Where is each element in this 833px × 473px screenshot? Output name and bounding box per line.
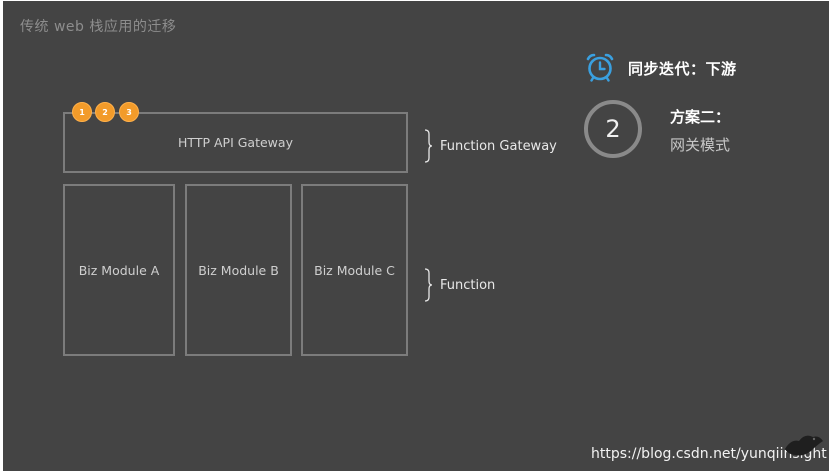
biz-module-b-box: Biz Module B	[185, 184, 292, 356]
step-badge-2: 2	[95, 102, 115, 122]
watermark-url: https://blog.csdn.net/yunqiinsight	[591, 446, 827, 462]
function-label: Function	[440, 278, 496, 293]
step-number: 2	[605, 115, 621, 143]
plan-subtitle: 网关模式	[670, 136, 731, 154]
module-c-label: Biz Module C	[314, 262, 395, 278]
step-badge-1: 1	[72, 102, 92, 122]
biz-module-c-box: Biz Module C	[301, 184, 408, 356]
module-b-label: Biz Module B	[198, 262, 279, 278]
sync-iteration-heading: 同步迭代：下游	[628, 60, 737, 78]
function-brace-icon	[424, 268, 432, 302]
gateway-brace-icon	[424, 129, 432, 163]
step-badge-3: 3	[119, 102, 139, 122]
slide: 传统 web 栈应用的迁移 HTTP API Gateway 1 2 3 Biz…	[3, 1, 829, 471]
module-a-label: Biz Module A	[78, 262, 160, 278]
step-number-ring: 2	[584, 100, 642, 158]
http-api-gateway-box: HTTP API Gateway	[63, 112, 408, 173]
gateway-label: HTTP API Gateway	[178, 135, 293, 150]
function-gateway-label: Function Gateway	[440, 139, 557, 154]
plan-title: 方案二：	[670, 108, 731, 126]
alarm-clock-icon	[585, 52, 615, 82]
biz-module-a-box: Biz Module A	[63, 184, 175, 356]
corner-logo-icon	[781, 425, 825, 459]
page-title: 传统 web 栈应用的迁移	[20, 19, 177, 35]
